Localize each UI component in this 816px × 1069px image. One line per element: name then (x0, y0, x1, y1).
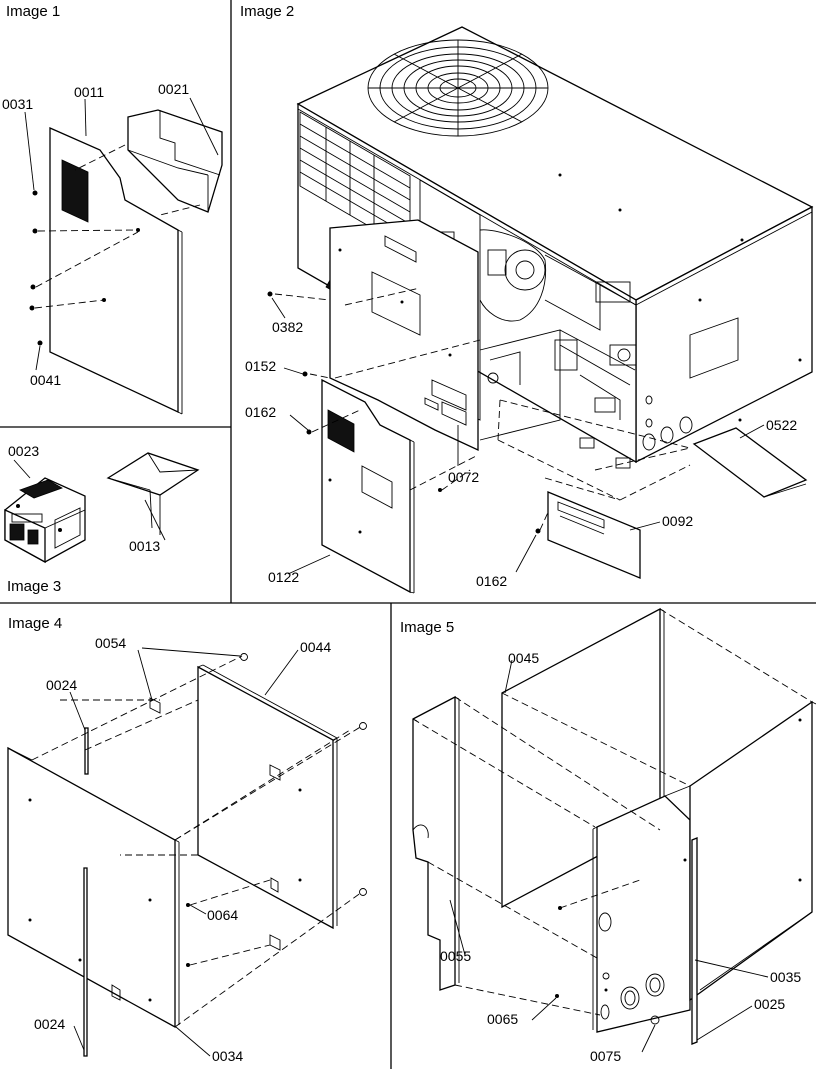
callout-0034: 0034 (212, 1048, 243, 1064)
control-box-bracket-0021 (127, 109, 223, 213)
panel-right-side (689, 700, 816, 1002)
image2-title: Image 2 (240, 3, 294, 20)
grommet-0075 (650, 1015, 660, 1025)
plate-0522 (692, 427, 808, 498)
image3-title: Image 3 (7, 578, 61, 595)
callout-0024-a: 0024 (46, 677, 77, 693)
trim-strip-0024-a (84, 727, 89, 775)
image1-title: Image 1 (6, 3, 60, 20)
image4-title: Image 4 (8, 615, 62, 632)
callout-0162-a: 0162 (245, 404, 276, 420)
trim-strip-0025 (691, 837, 698, 1045)
callout-0021: 0021 (158, 81, 189, 97)
panel-0055 (412, 695, 460, 991)
image4-section: Image 4 (7, 615, 367, 1064)
panel-0092 (547, 491, 641, 579)
screw-0162-b (535, 528, 541, 534)
callout-0522: 0522 (766, 417, 797, 433)
screw-0065 (555, 994, 559, 998)
callout-0064: 0064 (207, 907, 238, 923)
cabinet-fittings (558, 173, 802, 469)
callout-0075: 0075 (590, 1048, 621, 1064)
callout-0023: 0023 (8, 443, 39, 459)
access-panel-grille (61, 159, 89, 223)
callout-0011: 0011 (74, 84, 104, 100)
screw-0152 (302, 371, 308, 377)
image5-section: Image 5 (400, 607, 816, 1064)
fan-guard (367, 39, 549, 137)
callout-0055: 0055 (440, 948, 471, 964)
screw-0064 (186, 903, 190, 907)
screw-0382 (267, 291, 273, 297)
image2-section: Image 2 (240, 3, 814, 594)
image3-section: 0023 0013 Image 3 (4, 443, 200, 595)
callout-0122: 0122 (268, 569, 299, 585)
callout-0072: 0072 (448, 469, 479, 485)
callout-0035: 0035 (770, 969, 801, 985)
image1-section: Image 1 (2, 3, 223, 415)
callout-0092: 0092 (662, 513, 693, 529)
callout-0031: 0031 (2, 96, 33, 112)
callout-0025: 0025 (754, 996, 785, 1012)
callout-0045: 0045 (508, 650, 539, 666)
callout-0041: 0041 (30, 372, 61, 388)
bracket-0054 (149, 697, 161, 714)
panel-0034 (7, 746, 180, 1029)
trim-strip-0024-b (83, 867, 88, 1057)
callout-0382: 0382 (272, 319, 303, 335)
callout-0054: 0054 (95, 635, 126, 651)
bracket-0013 (106, 452, 200, 535)
access-panel-0122 (321, 378, 415, 594)
control-module-0023 (4, 477, 86, 564)
callout-0024-b: 0024 (34, 1016, 65, 1032)
callout-0065: 0065 (487, 1011, 518, 1027)
screws-0031 (29, 190, 43, 346)
panel-0044 (197, 664, 338, 951)
callout-0013: 0013 (129, 538, 160, 554)
callout-0044: 0044 (300, 639, 331, 655)
internal-components (419, 179, 637, 441)
image5-title: Image 5 (400, 619, 454, 636)
panel-0035 (592, 785, 691, 1033)
screw-0162-a (306, 429, 312, 435)
callout-0162-b: 0162 (476, 573, 507, 589)
callout-0152: 0152 (245, 358, 276, 374)
